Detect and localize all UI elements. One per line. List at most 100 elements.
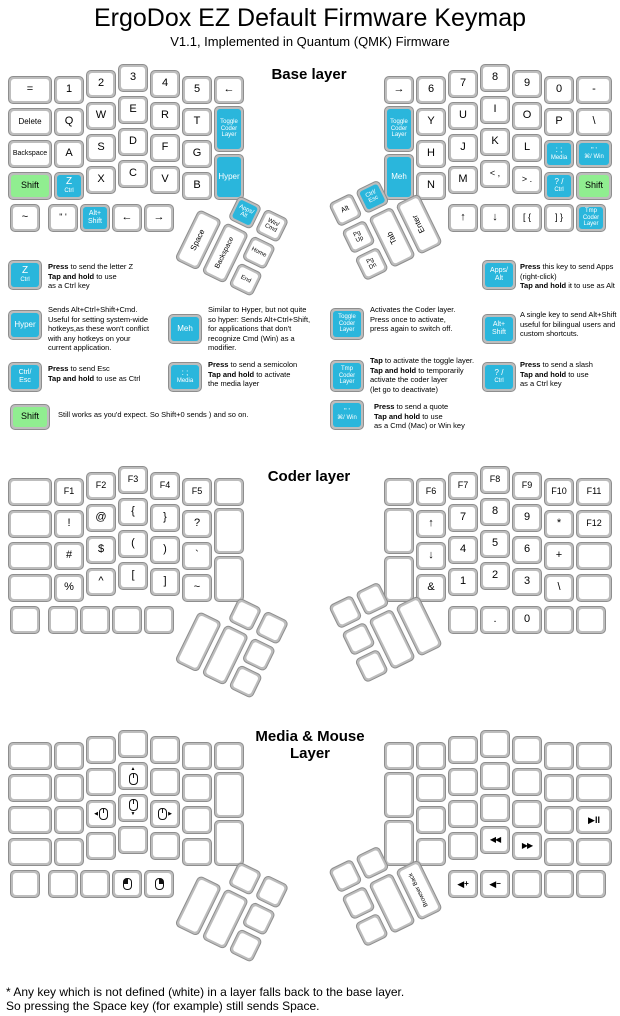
key-next-track — [512, 832, 542, 860]
key-arrow-down: ↓ — [480, 204, 510, 232]
key-sublabel: ⌘/ Win — [584, 154, 604, 161]
key-5: 5 — [480, 530, 510, 558]
key-blank — [182, 742, 212, 770]
key-label: End — [239, 274, 252, 285]
key-mouse-up — [118, 762, 148, 790]
key-label: [ — [131, 569, 135, 582]
key-label: V — [161, 173, 169, 186]
key-label: Tmp Coder Layer — [338, 366, 356, 386]
legend-note: Tap to activate the toggle layer.Tap and… — [370, 356, 475, 394]
key-blank — [8, 774, 52, 802]
key-arrow-right: → — [384, 76, 414, 104]
key-n: N — [416, 172, 446, 200]
key-blank — [10, 606, 40, 634]
key-label: % — [64, 581, 74, 594]
key-label: < , — [489, 168, 501, 179]
mouse-right-icon — [158, 808, 172, 820]
key-label: 3 — [523, 575, 531, 588]
key-brace-open: { — [118, 498, 148, 526]
key-label: F6 — [425, 486, 437, 497]
key-hash: # — [54, 542, 84, 570]
key-label: 1 — [65, 83, 73, 96]
key-bracket-close: ] } — [544, 204, 574, 232]
key-label: Pg Up — [352, 229, 365, 245]
key-0: 0 — [512, 606, 542, 634]
key-label: ~ — [21, 211, 29, 224]
key-label: Alt — [340, 204, 351, 215]
key-label: > . — [521, 174, 533, 185]
key-quote-win: " '⌘/ Win — [330, 400, 364, 430]
key-blank — [576, 774, 612, 802]
key-slash-ctrl: ? /Ctrl — [482, 362, 516, 392]
key-dot: . — [480, 606, 510, 634]
key-blank — [544, 806, 574, 834]
base-layer-label: Base layer — [271, 66, 347, 83]
key-blank — [544, 606, 574, 634]
legend-note: Activates the Coder layer.Press once to … — [370, 305, 456, 333]
key-label: Alt+ Shift — [491, 321, 506, 336]
key-o: O — [512, 102, 542, 130]
page-subtitle: V1.1, Implemented in Quantum (QMK) Firmw… — [170, 34, 450, 49]
key-blank — [80, 606, 110, 634]
key-3: 3 — [118, 64, 148, 92]
key-label: ~ — [193, 581, 201, 594]
key-label: F2 — [95, 480, 107, 491]
key-blank — [228, 664, 263, 699]
key-shift: Shift — [10, 404, 50, 430]
vol-up-icon — [457, 880, 469, 889]
key-f5: F5 — [182, 478, 212, 506]
key-8: 8 — [480, 64, 510, 92]
key-label: ← — [223, 83, 235, 96]
key-f3: F3 — [118, 466, 148, 494]
key-label: 6 — [523, 543, 531, 556]
key-semicolon-media: : ;Media — [168, 362, 202, 392]
key-label: Shift — [584, 180, 603, 191]
key-label: 4 — [161, 77, 169, 90]
key-label: " ' — [59, 212, 67, 223]
key-caret: ^ — [86, 568, 116, 596]
key-label: Apps/ Alt — [238, 203, 255, 220]
key-label: 4 — [459, 543, 467, 556]
key-label: I — [493, 103, 497, 116]
key-blank — [384, 556, 414, 602]
key-7: 7 — [448, 70, 478, 98]
key-blank — [214, 556, 244, 602]
key-6: 6 — [512, 536, 542, 564]
key-at: @ — [86, 504, 116, 532]
key-slash-ctrl: ? /Ctrl — [544, 172, 574, 200]
key-sublabel: ⌘/ Win — [337, 415, 357, 422]
legend-note: Still works as you'd expect. So Shift+0 … — [58, 410, 249, 419]
key-blank — [448, 606, 478, 634]
key-label: Tmp Coder Layer — [582, 208, 600, 228]
key-label: [ { — [522, 212, 531, 223]
key-j: J — [448, 134, 478, 162]
key-g: G — [182, 140, 212, 168]
key-mouse-left — [86, 800, 116, 828]
key-shift: Shift — [8, 172, 52, 200]
key-label: 9 — [523, 77, 531, 90]
key-blank — [384, 820, 414, 866]
key-label: 5 — [491, 537, 499, 550]
key-blank — [8, 806, 52, 834]
key-f1: F1 — [54, 478, 84, 506]
key-play-pause — [576, 806, 612, 834]
key-label: . — [493, 613, 497, 626]
key-label: 5 — [193, 83, 201, 96]
mouse-down-icon — [129, 799, 138, 817]
footnote-line2: So pressing the Space key (for example) … — [6, 999, 320, 1013]
key-label: K — [491, 135, 499, 148]
key-label: F12 — [586, 518, 602, 529]
vol-down-icon — [489, 880, 501, 889]
key-label: F10 — [551, 486, 567, 497]
key-4: 4 — [150, 70, 180, 98]
key-blank — [480, 762, 510, 790]
key-blank — [54, 806, 84, 834]
key-blank — [80, 870, 110, 898]
key-label: F — [161, 141, 169, 154]
key-label: ↓ — [428, 549, 434, 562]
key-blank — [384, 742, 414, 770]
